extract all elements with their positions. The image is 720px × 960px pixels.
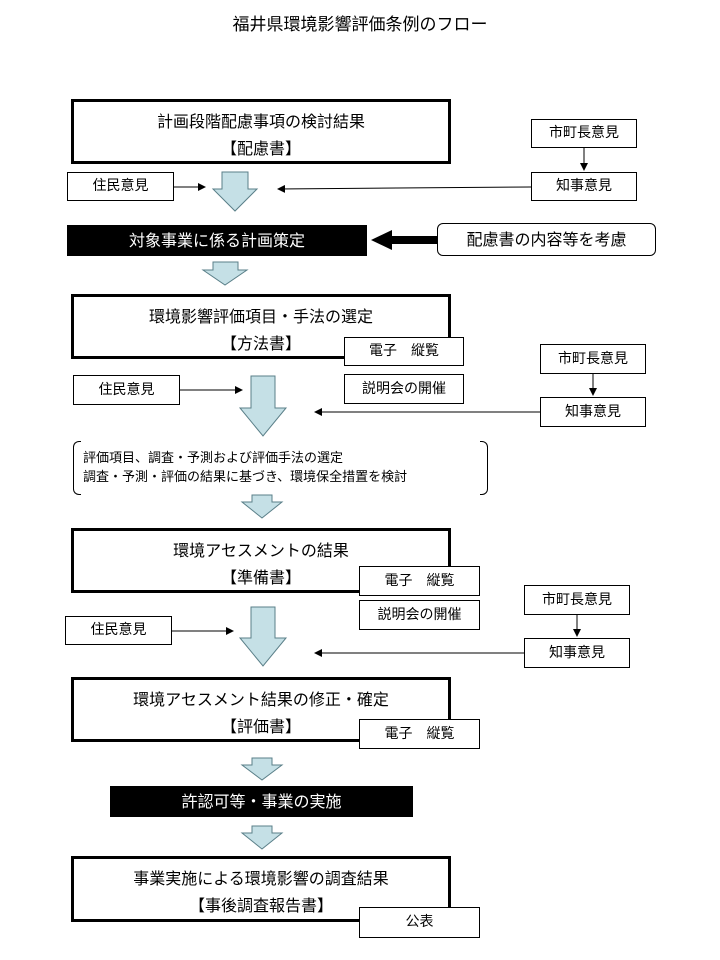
flow-arrow-4 bbox=[240, 494, 284, 519]
briefing-box-2: 説明会の開催 bbox=[359, 600, 480, 630]
stage-preparation-line2: 【準備書】 bbox=[220, 568, 301, 587]
stage-consideration-line2: 【配慮書】 bbox=[220, 139, 301, 158]
stage-method-line2: 【方法書】 bbox=[220, 334, 301, 353]
governor-opinion-box-2: 知事意見 bbox=[540, 397, 646, 427]
resident-opinion-box-3: 住民意見 bbox=[65, 616, 172, 645]
stage-consideration-line1: 計画段階配慮事項の検討結果 bbox=[156, 112, 365, 131]
governor-opinion-box-1: 知事意見 bbox=[531, 172, 637, 201]
left-bracket bbox=[73, 441, 81, 495]
stage-consideration-document: 計画段階配慮事項の検討結果 【配慮書】 bbox=[71, 99, 451, 164]
flow-arrow-5 bbox=[238, 606, 288, 667]
stage-method-line1: 環境影響評価項目・手法の選定 bbox=[148, 307, 373, 326]
briefing-box-1: 説明会の開催 bbox=[344, 374, 464, 404]
method-notes-bracket: 評価項目、調査・予測および評価手法の選定 調査・予測・評価の結果に基づき、環境保… bbox=[73, 441, 488, 495]
flow-arrow-1 bbox=[211, 171, 259, 212]
stage-assessment-line1: 環境アセスメント結果の修正・確定 bbox=[133, 690, 389, 709]
flow-arrow-6 bbox=[240, 757, 284, 781]
method-note-2: 調査・予測・評価の結果に基づき、環境保全措置を検討 bbox=[83, 470, 408, 485]
flow-arrow-3 bbox=[238, 375, 288, 437]
plan-formulation-box: 対象事業に係る計画策定 bbox=[67, 225, 367, 256]
public-viewing-box-1: 電子 縦覧 bbox=[344, 337, 464, 366]
flow-arrow-2 bbox=[201, 261, 249, 286]
governor-opinion-box-3: 知事意見 bbox=[524, 638, 630, 668]
governor-to-flow-arrow-1 bbox=[277, 184, 532, 193]
resident-opinion-box-2: 住民意見 bbox=[73, 375, 180, 405]
right-bracket bbox=[480, 441, 488, 495]
mayor-opinion-box-3: 市町長意見 bbox=[524, 585, 630, 615]
mayor-opinion-box-1: 市町長意見 bbox=[531, 119, 637, 148]
consider-contents-box: 配慮書の内容等を考慮 bbox=[437, 223, 656, 256]
stage-preparation-line1: 環境アセスメントの結果 bbox=[173, 541, 349, 560]
stage-followup-report: 事業実施による環境影響の調査結果 【事後調査報告書】 bbox=[71, 856, 451, 922]
publication-box: 公表 bbox=[359, 907, 480, 938]
public-viewing-box-3: 電子 縦覧 bbox=[359, 719, 480, 749]
flow-arrow-7 bbox=[240, 825, 284, 850]
mayor-opinion-box-2: 市町長意見 bbox=[540, 344, 646, 374]
implementation-box: 許認可等・事業の実施 bbox=[110, 786, 413, 817]
public-viewing-box-2: 電子 縦覧 bbox=[359, 566, 480, 596]
stage-followup-line2: 【事後調査報告書】 bbox=[188, 896, 333, 915]
page-title: 福井県環境影響評価条例のフロー bbox=[232, 15, 488, 35]
consider-arrow bbox=[371, 230, 437, 250]
stage-followup-line1: 事業実施による環境影響の調査結果 bbox=[133, 869, 389, 888]
stage-assessment-line2: 【評価書】 bbox=[220, 717, 301, 736]
resident-opinion-box-1: 住民意見 bbox=[67, 172, 174, 201]
method-note-1: 評価項目、調査・予測および評価手法の選定 bbox=[83, 451, 344, 466]
